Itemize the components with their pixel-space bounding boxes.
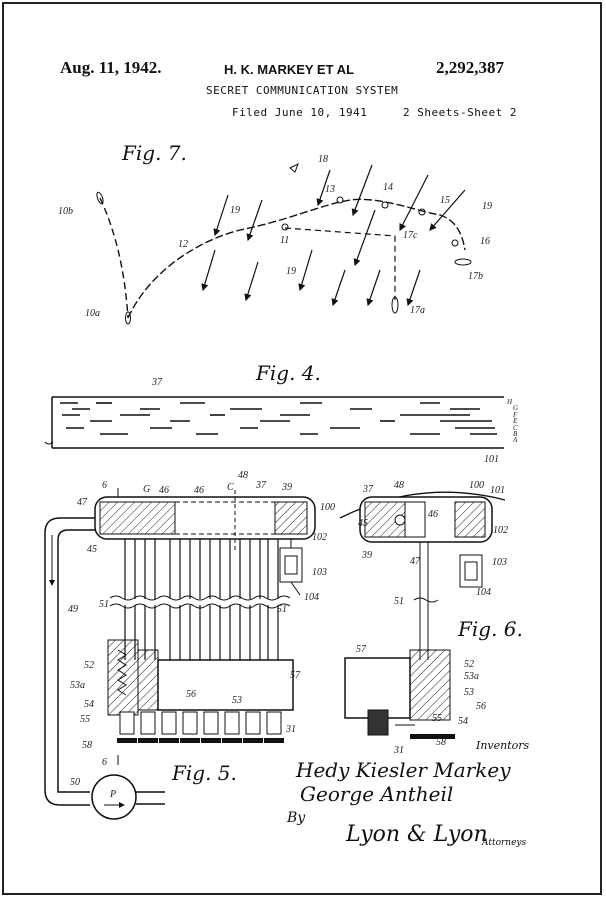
fig6-drawing: Fig. 6. 37 48 100 101 45 46 102 39 47 10…: [339, 480, 523, 756]
fig6-label: 102: [493, 525, 508, 536]
fig5-label: 102: [312, 532, 327, 543]
fig5-label: 46: [159, 485, 169, 496]
fig4-label: H: [506, 398, 513, 406]
fig5-label: 45: [87, 544, 97, 555]
fig5-label: 55: [80, 714, 90, 725]
fig7-label: 19: [230, 205, 240, 216]
fig7-label: 19: [482, 201, 492, 212]
fig6-label: 47: [410, 556, 421, 567]
fig7-label: 17b: [468, 271, 483, 282]
inventor-signature-2: George Antheil: [300, 782, 454, 806]
fig7-label: 16: [480, 236, 490, 247]
fig7-label: 12: [178, 239, 188, 250]
fig5-label: 39: [281, 482, 292, 493]
fig5-label: G: [143, 484, 150, 495]
fig4-label: 101: [484, 454, 499, 465]
fig5-label: 58: [82, 740, 92, 751]
fig6-label: 53: [464, 687, 474, 698]
fig7-label: 19: [286, 266, 296, 277]
fig5-label: 52: [84, 660, 94, 671]
fig5-label: 6: [102, 757, 107, 768]
fig5-label: 31: [285, 724, 296, 735]
fig6-label: 45: [358, 518, 368, 529]
fig6-label: 37: [362, 484, 374, 495]
fig5-label: 53a: [70, 680, 85, 691]
fig6-label: 54: [458, 716, 468, 727]
fig5-label: 57: [290, 670, 301, 681]
fig4-label: F: [512, 411, 518, 419]
patent-title: SECRET COMMUNICATION SYSTEM: [206, 84, 399, 97]
fig4-label: G: [513, 404, 518, 412]
inventor-signature-1: Hedy Kiesler Markey: [296, 758, 511, 782]
patent-inventors-header: H. K. MARKEY ET AL: [224, 62, 355, 77]
fig6-title: Fig. 6.: [457, 617, 523, 641]
patent-sheets: 2 Sheets-Sheet 2: [403, 106, 517, 119]
fig6-label: 104: [476, 587, 491, 598]
fig5-label: 100: [320, 502, 335, 513]
fig6-label: 51: [394, 596, 404, 607]
fig4-title: Fig. 4.: [255, 361, 321, 385]
fig4-label: A: [512, 436, 518, 444]
fig7-title: Fig. 7.: [121, 141, 187, 165]
fig6-label: 100: [469, 480, 484, 491]
fig5-label: 46: [194, 485, 204, 496]
fig6-label: 39: [361, 550, 372, 561]
fig6-label: 48: [394, 480, 404, 491]
fig5-drawing: Fig. 5. 6 47 G 46 46 C 48 37 39 100 45 1…: [44, 470, 335, 820]
fig7-drawing: Fig. 7.: [58, 141, 492, 325]
fig5-label: 48: [238, 470, 248, 481]
fig5-label: 103: [312, 567, 327, 578]
fig6-label: 31: [393, 745, 404, 756]
fig5-label: 50: [70, 777, 80, 788]
fig5-title: Fig. 5.: [171, 761, 237, 785]
fig7-label: 10b: [58, 206, 73, 217]
fig5-label: 47: [77, 497, 88, 508]
fig4-label: E: [512, 417, 518, 425]
fig5-label: 37: [255, 480, 267, 491]
fig7-label: 11: [280, 235, 289, 246]
fig4-label: 37: [151, 377, 163, 388]
fig5-label: C: [227, 482, 234, 493]
attorney-signature: Lyon & Lyon: [346, 822, 488, 847]
fig5-label: 6: [102, 480, 107, 491]
inventors-label: Inventors: [476, 739, 530, 752]
fig6-label: 57: [356, 644, 367, 655]
fig7-label: 18: [318, 154, 328, 165]
fig4-label: B: [513, 430, 518, 438]
by-label: By: [287, 810, 306, 826]
fig6-label: 52: [464, 659, 474, 670]
fig7-label: 15: [440, 195, 450, 206]
fig5-label: 56: [186, 689, 196, 700]
fig5-label: 51: [99, 599, 109, 610]
fig7-label: 17a: [410, 305, 425, 316]
patent-date: Aug. 11, 1942.: [60, 58, 162, 77]
fig4-label: C: [513, 424, 518, 432]
fig5-label: 49: [68, 604, 78, 615]
fig6-label: 101: [490, 485, 505, 496]
fig7-label: 14: [383, 182, 393, 193]
fig7-label: 10a: [85, 308, 100, 319]
fig5-label: P: [109, 789, 116, 800]
fig6-label: 46: [428, 509, 438, 520]
fig6-label: 55: [432, 713, 442, 724]
fig6-label: 103: [492, 557, 507, 568]
fig6-label: 56: [476, 701, 486, 712]
attorneys-label: Attorneys: [482, 838, 527, 848]
fig5-label: 53: [232, 695, 242, 706]
fig7-label: 17c: [403, 230, 418, 241]
fig5-label: 54: [84, 699, 94, 710]
fig6-label: 58: [436, 737, 446, 748]
fig5-label: 104: [304, 592, 319, 603]
patent-filed: Filed June 10, 1941: [232, 106, 368, 119]
patent-number: 2,292,387: [436, 58, 504, 77]
fig7-label: 13: [325, 184, 335, 195]
fig4-drawing: Fig. 4. 37 H G F E C B A 101: [44, 361, 518, 465]
fig5-label: 51: [277, 604, 287, 615]
fig6-label: 53a: [464, 671, 479, 682]
